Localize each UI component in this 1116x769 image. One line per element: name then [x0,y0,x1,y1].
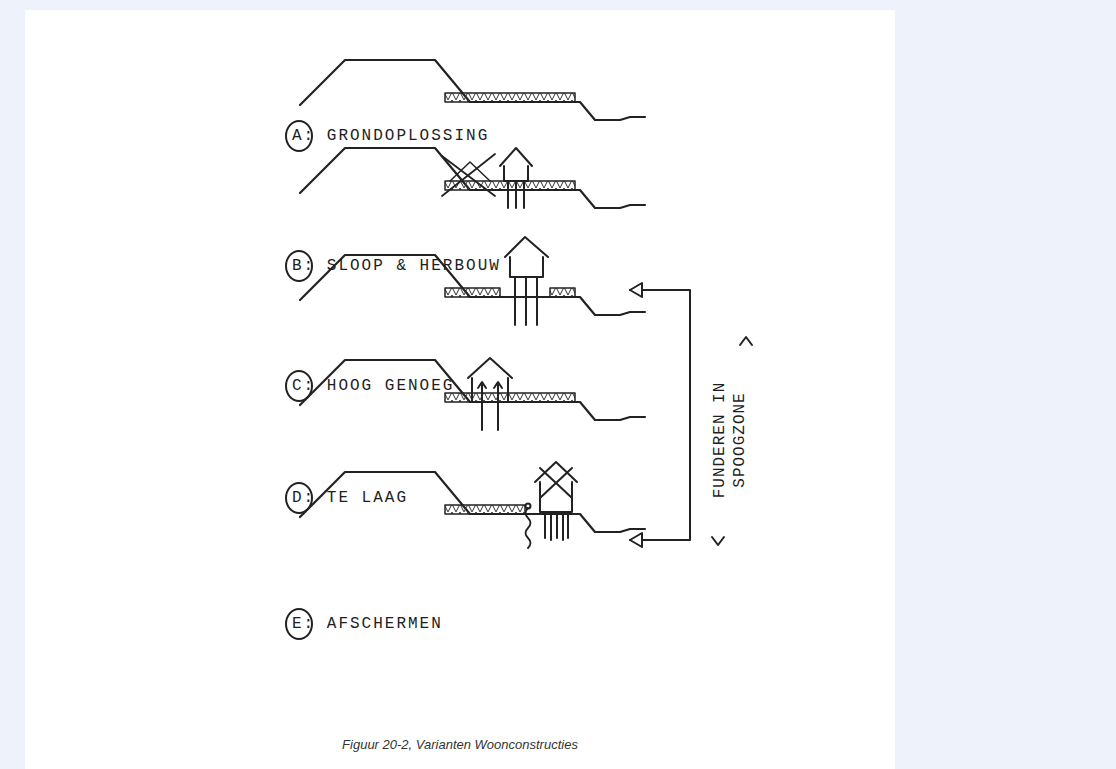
bracket [630,290,690,540]
side-note: FUNDEREN IN SPOOGZONE [710,375,750,505]
variant-label: B: SLOOP & HERBOUW [292,256,501,276]
variant-label: C: HOOG GENOEG [292,376,454,396]
dike-profile-a [300,60,645,120]
variant-label: A: GRONDOPLOSSING [292,126,489,146]
figure-caption: Figuur 20-2, Varianten Woonconstructies [342,737,578,752]
dike-profile-b [300,148,645,208]
chevron [740,337,752,345]
arrowhead [630,283,642,547]
chevron [712,537,724,545]
variant-label: D: TE LAAG [292,488,408,508]
variant-label: E: AFSCHERMEN [292,614,443,634]
dike-profile-c [300,237,645,325]
